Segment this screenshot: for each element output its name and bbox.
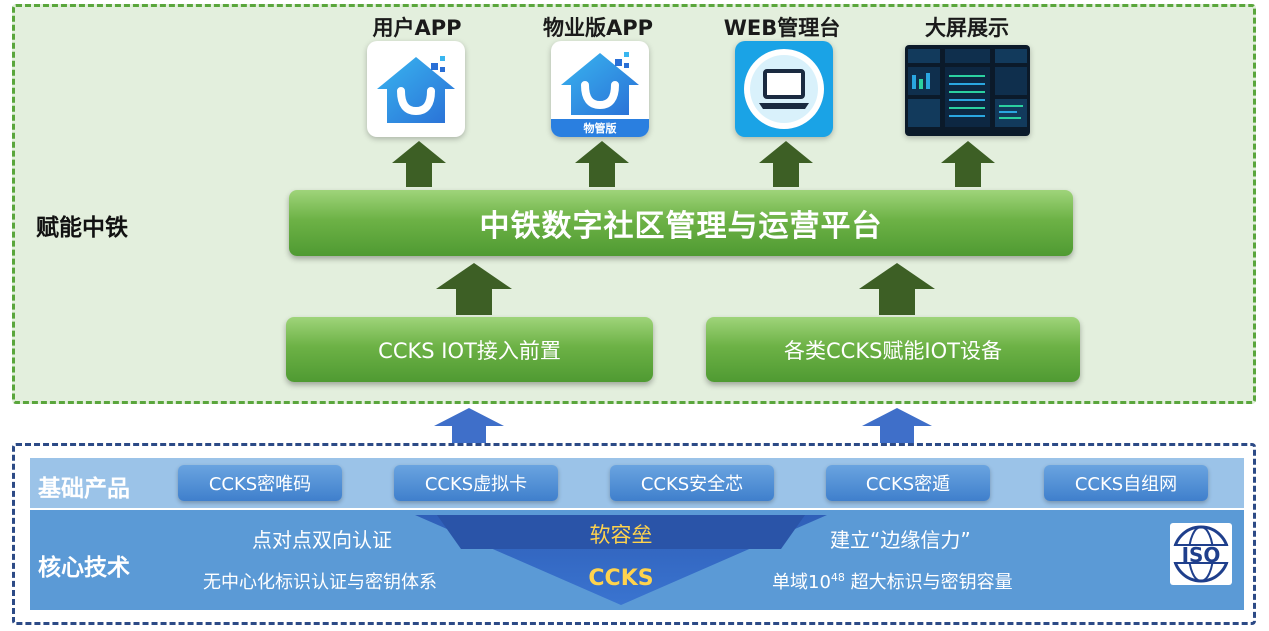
triangle-ccks-text: CCKS: [588, 566, 654, 591]
app-label-bigscreen: 大屏展示: [925, 16, 1009, 40]
iso-logo: ISO: [1170, 523, 1232, 585]
globe-icon: [1172, 525, 1230, 583]
capacity-exponent: 48: [830, 571, 845, 584]
arrow-up-icon: [941, 141, 995, 187]
triangle-top-text: 软容垒: [589, 523, 653, 547]
app-label-property: 物业版APP: [542, 16, 654, 40]
core-text-p2p-auth: 点对点双向认证: [252, 528, 392, 552]
web-console-icon[interactable]: [735, 41, 833, 137]
iot-access-label: CCKS IOT接入前置: [378, 338, 561, 363]
side-label-empower: 赋能中铁: [36, 215, 128, 241]
iot-access-box: CCKS IOT接入前置: [286, 317, 653, 382]
iot-devices-box: 各类CCKS赋能IOT设备: [706, 317, 1080, 382]
property-app-icon[interactable]: 物管版: [551, 41, 649, 137]
dashboard-screen-icon[interactable]: [905, 45, 1030, 136]
app-label-web: WEB管理台: [723, 16, 841, 40]
arrow-up-icon: [859, 263, 935, 315]
product-ccks-security-chip: CCKS安全芯: [610, 465, 774, 501]
platform-title: 中铁数字社区管理与运营平台: [479, 209, 883, 244]
arrow-up-icon: [575, 141, 629, 187]
laptop-icon: [744, 49, 824, 129]
core-text-decentralized: 无中心化标识认证与密钥体系: [203, 572, 437, 593]
core-tech-label: 核心技术: [38, 555, 130, 581]
arrow-up-icon: [434, 408, 504, 444]
arrow-up-icon: [862, 408, 932, 444]
iso-text: ISO: [1181, 543, 1221, 567]
user-app-icon[interactable]: [367, 41, 465, 137]
iot-devices-label: 各类CCKS赋能IOT设备: [784, 338, 1002, 363]
platform-box: 中铁数字社区管理与运营平台: [289, 190, 1073, 256]
app-label-user: 用户APP: [372, 16, 462, 40]
core-text-capacity: 单域1048 超大标识与密钥容量: [772, 568, 1013, 594]
arrow-up-icon: [436, 263, 512, 315]
property-badge: 物管版: [583, 122, 617, 135]
core-text-edge-trust: 建立“边缘信力”: [830, 528, 971, 552]
house-smile-icon: [377, 56, 455, 123]
base-products-label: 基础产品: [38, 476, 130, 502]
product-ccks-midun: CCKS密遁: [826, 465, 990, 501]
ccks-triangle: [415, 515, 827, 605]
house-smile-icon: [551, 52, 649, 137]
product-ccks-virtual-card: CCKS虚拟卡: [394, 465, 558, 501]
capacity-suffix: 超大标识与密钥容量: [844, 572, 1013, 593]
product-ccks-mesh: CCKS自组网: [1044, 465, 1208, 501]
product-ccks-code: CCKS密唯码: [178, 465, 342, 501]
capacity-prefix: 单域10: [772, 572, 831, 593]
arrow-up-icon: [759, 141, 813, 187]
arrow-up-icon: [392, 141, 446, 187]
